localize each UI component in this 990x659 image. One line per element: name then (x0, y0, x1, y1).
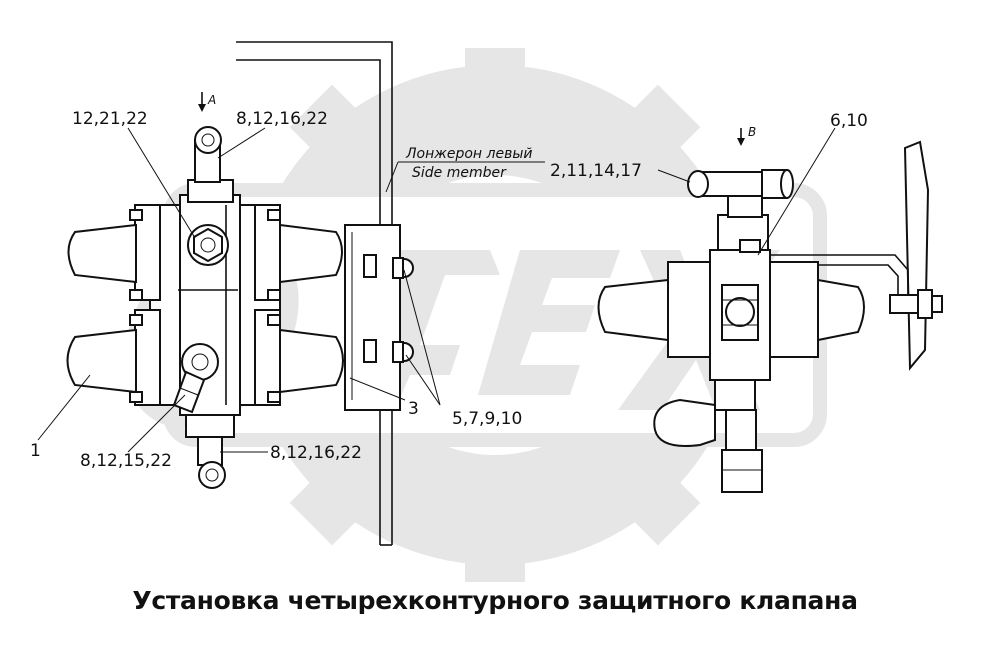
valve-assembly-left (66, 92, 414, 489)
valve-assembly-right (597, 128, 943, 493)
view-b-label: В (748, 125, 756, 139)
callout-8-12-16-22-bottom: 8,12,16,22 (270, 443, 362, 463)
view-a-label: А (207, 93, 216, 107)
callout-12-21-22: 12,21,22 (72, 109, 148, 129)
leader-lines (37, 127, 836, 453)
side-member-ru-label: Лонжерон левый (405, 146, 533, 162)
callout-5-7-9-10: 5,7,9,10 (452, 409, 522, 429)
side-member-en-label: Side member (412, 165, 507, 181)
callout-1: 1 (30, 441, 41, 461)
callout-3: 3 (408, 399, 419, 419)
callout-8-12-16-22-top: 8,12,16,22 (236, 109, 328, 129)
labels: А В Лонжерон левый Side member 12,21,22 … (30, 93, 868, 471)
callout-6-10: 6,10 (830, 111, 868, 131)
callout-8-12-15-22: 8,12,15,22 (80, 451, 172, 471)
callout-2-11-14-17: 2,11,14,17 (550, 161, 642, 181)
figure-caption: Установка четырехконтурного защитного кл… (132, 586, 858, 615)
